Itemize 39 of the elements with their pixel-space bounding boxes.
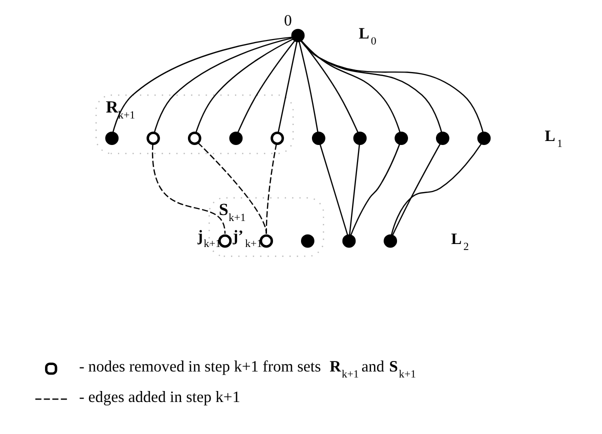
node-dot xyxy=(291,28,305,42)
node-circle xyxy=(260,234,274,248)
connector xyxy=(237,40,296,134)
connector xyxy=(300,40,442,133)
connector xyxy=(195,38,294,133)
node-dot xyxy=(436,132,450,145)
connector xyxy=(154,37,293,133)
node-dot xyxy=(301,234,314,248)
node-circle xyxy=(270,132,284,145)
node-dot xyxy=(105,132,119,145)
connector xyxy=(152,144,226,234)
node-circle xyxy=(188,132,202,145)
connector xyxy=(278,40,298,133)
connector xyxy=(112,36,293,133)
label: L$_{0}$ xyxy=(358,25,376,48)
connector xyxy=(390,143,482,236)
node-dot xyxy=(312,132,326,145)
node-circle xyxy=(146,132,160,145)
node-dot xyxy=(342,234,356,248)
connector xyxy=(348,144,360,236)
label: L$_{1}$ xyxy=(544,128,562,150)
connector xyxy=(392,143,441,236)
label: L$_{2}$ xyxy=(451,230,469,253)
node-dot xyxy=(477,132,491,145)
connector xyxy=(298,41,318,133)
connector xyxy=(266,144,278,234)
node-dot xyxy=(384,234,398,248)
connector xyxy=(300,40,401,133)
node-dot xyxy=(353,132,367,145)
node-label: j$_{k+1}$ xyxy=(198,228,221,250)
legend-label: - edges added in step k+1 xyxy=(79,389,240,406)
node-dot xyxy=(394,132,408,145)
node-dot xyxy=(229,132,243,145)
connector xyxy=(350,144,400,236)
node-label: 0 xyxy=(284,12,292,30)
legend-label: - nodes removed in step k+1 from sets R$_{k+1}$ and S$_{k+1}$ xyxy=(79,358,416,381)
connector xyxy=(319,144,348,236)
connector xyxy=(300,40,484,133)
node-label: j’$_{k+1}$ xyxy=(232,228,262,250)
